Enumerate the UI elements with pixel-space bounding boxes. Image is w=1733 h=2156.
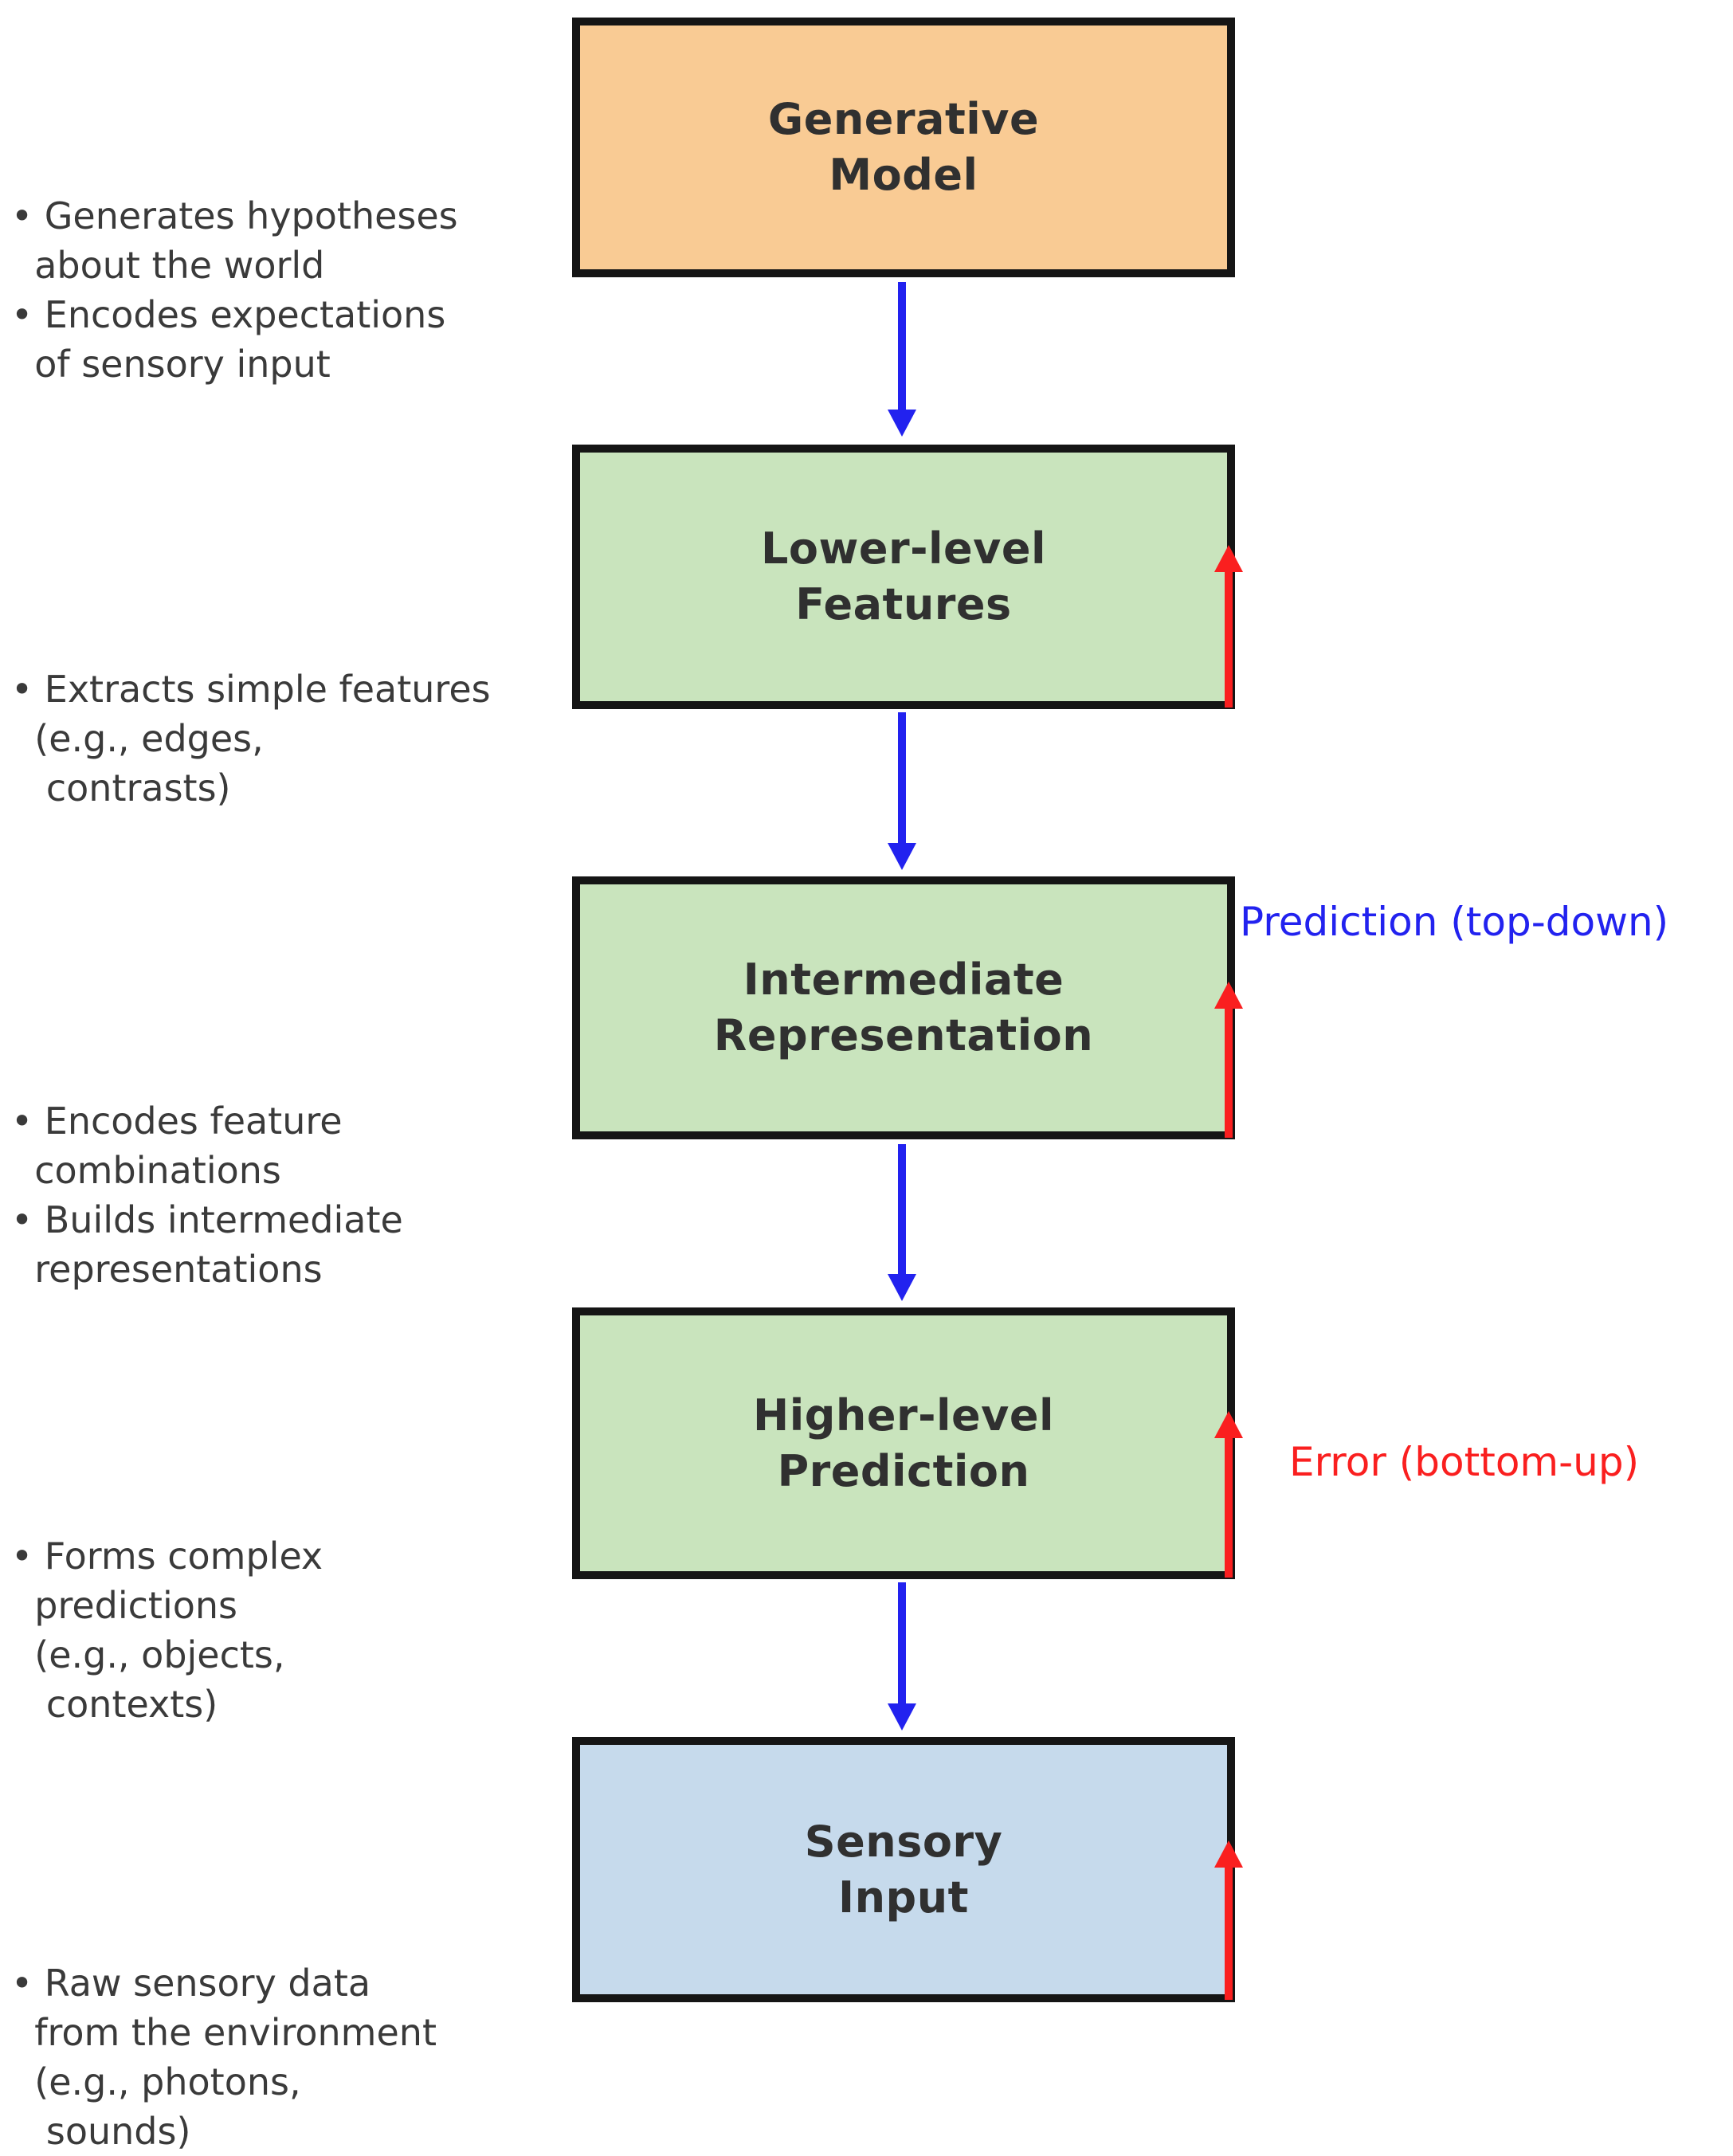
arrow-head [1214,1840,1243,1868]
box-generative-model-label: Generative Model [767,94,1040,200]
prediction-arrow-down-1-icon [888,282,916,437]
error-arrow-up-4-icon [1214,1840,1243,2000]
box-intermediate-representation-label: Intermediate Representation [713,955,1094,1060]
arrow-head [888,410,916,437]
note-intermediate-representation: • Encodes feature combinations • Builds … [11,1100,403,1291]
box-lower-level-features-label: Lower-level Features [760,523,1047,629]
error-arrow-up-3-icon [1214,1411,1243,1578]
box-higher-level-prediction: Higher-level Prediction [572,1307,1235,1579]
prediction-arrow-down-2-icon [888,712,916,870]
arrow-shaft [898,1582,906,1703]
arrow-shaft [898,1144,906,1274]
box-higher-level-prediction-label: Higher-level Prediction [753,1390,1054,1496]
arrow-shaft [898,282,906,410]
note-sensory-input: • Raw sensory data from the environment … [11,1962,437,2153]
arrow-head [888,1703,916,1731]
arrow-head [1214,1411,1243,1438]
arrow-shaft [898,712,906,843]
box-sensory-input: Sensory Input [572,1737,1235,2002]
box-generative-model: Generative Model [572,18,1235,277]
prediction-top-down-label: Prediction (top-down) [1240,899,1669,945]
arrow-head [1214,545,1243,572]
prediction-arrow-down-4-icon [888,1582,916,1731]
prediction-arrow-down-3-icon [888,1144,916,1301]
error-arrow-up-2-icon [1214,982,1243,1138]
error-arrow-up-1-icon [1214,545,1243,708]
box-intermediate-representation: Intermediate Representation [572,876,1235,1139]
arrow-shaft [1225,1438,1233,1578]
arrow-head [1214,982,1243,1009]
box-sensory-input-label: Sensory Input [804,1816,1003,1923]
note-generative-model: • Generates hypotheses about the world •… [11,194,458,386]
arrow-shaft [1225,1868,1233,2000]
box-lower-level-features: Lower-level Features [572,445,1235,709]
arrow-shaft [1225,1009,1233,1138]
arrow-head [888,843,916,870]
note-lower-level-features: • Extracts simple features (e.g., edges,… [11,668,491,809]
error-bottom-up-label: Error (bottom-up) [1289,1439,1640,1485]
arrow-shaft [1225,572,1233,708]
arrow-head [888,1274,916,1301]
note-higher-level-prediction: • Forms complex predictions (e.g., objec… [11,1535,323,1726]
